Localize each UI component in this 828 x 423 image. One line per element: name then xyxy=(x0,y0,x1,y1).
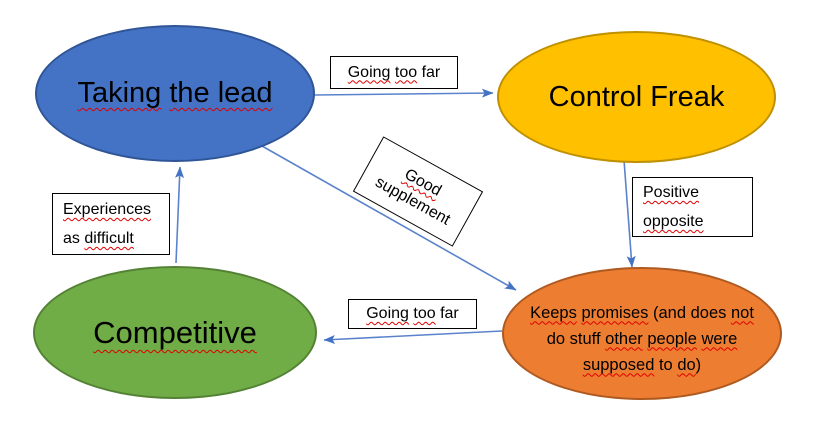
edge-label-experiences-as-difficult[interactable]: Experiences as difficult xyxy=(52,193,170,255)
misspelled-text: Competitive xyxy=(93,314,257,350)
node-label-keeps-promises-line-3: supposed to do) xyxy=(583,352,701,378)
node-taking-the-lead[interactable]: Taking the lead xyxy=(35,25,315,162)
edge-arrow-competitive-to-taking-lead[interactable] xyxy=(175,166,185,264)
edge-arrow-taking-lead-to-keeps-promises[interactable] xyxy=(261,145,517,291)
node-keeps-promises[interactable]: Keeps promises (and does not do stuff ot… xyxy=(502,267,782,400)
misspelled-text: Going xyxy=(366,305,409,322)
edge-arrow-control-freak-to-keeps-promises[interactable] xyxy=(623,159,636,268)
misspelled-text: difficult xyxy=(84,230,134,247)
misspelled-text: too xyxy=(413,305,436,322)
misspelled-text: other xyxy=(605,329,643,348)
label-text: ) xyxy=(695,355,702,374)
misspelled-text: do xyxy=(677,355,696,374)
label-text: do stuff xyxy=(546,329,606,348)
label-text: (and does xyxy=(648,303,731,322)
misspelled-text: were xyxy=(701,329,738,348)
edge-label-going-too-far-bottom[interactable]: Going too far xyxy=(348,299,477,329)
node-label-keeps-promises-line-1: Keeps promises (and does not xyxy=(530,300,754,326)
edge-label-text: Positive xyxy=(643,178,752,207)
edge-label-text: Going too far xyxy=(348,64,441,82)
node-label-control-freak: Control Freak xyxy=(549,80,725,115)
edge-label-going-too-far-top[interactable]: Going too far xyxy=(330,56,458,89)
misspelled-text: Positive xyxy=(643,184,700,201)
misspelled-text: Keeps xyxy=(530,303,577,322)
node-label-keeps-promises-line-2: do stuff other people were xyxy=(547,326,738,352)
misspelled-text: opposite xyxy=(643,213,704,230)
edge-label-text: Experiences xyxy=(63,195,169,224)
misspelled-text: Experiences xyxy=(63,201,152,218)
label-text: Control Freak xyxy=(548,80,725,113)
misspelled-text: promises xyxy=(581,303,649,322)
node-control-freak[interactable]: Control Freak xyxy=(497,31,776,163)
edge-label-text: as difficult xyxy=(63,224,169,253)
misspelled-text: Taking xyxy=(77,77,162,110)
edge-arrow-keeps-promises-to-competitive[interactable] xyxy=(323,330,503,344)
misspelled-text: not xyxy=(730,303,754,322)
edge-arrow-taking-lead-to-control-freak[interactable] xyxy=(314,88,494,98)
misspelled-text: too xyxy=(394,63,418,81)
misspelled-text: the lead xyxy=(169,77,273,110)
label-text: as xyxy=(63,230,85,247)
misspelled-text: people xyxy=(647,329,697,348)
edge-label-text: opposite xyxy=(643,207,752,236)
edge-label-text: Going too far xyxy=(366,305,459,323)
node-label-competitive: Competitive xyxy=(93,314,257,351)
misspelled-text: Going xyxy=(347,63,391,81)
label-text: to xyxy=(654,355,678,374)
label-text: far xyxy=(417,63,441,81)
node-competitive[interactable]: Competitive xyxy=(33,266,317,399)
misspelled-text: supposed xyxy=(582,355,655,374)
edge-label-positive-opposite[interactable]: Positive opposite xyxy=(632,177,753,237)
label-text: far xyxy=(435,305,459,322)
node-label-taking-the-lead: Taking the lead xyxy=(77,76,272,111)
